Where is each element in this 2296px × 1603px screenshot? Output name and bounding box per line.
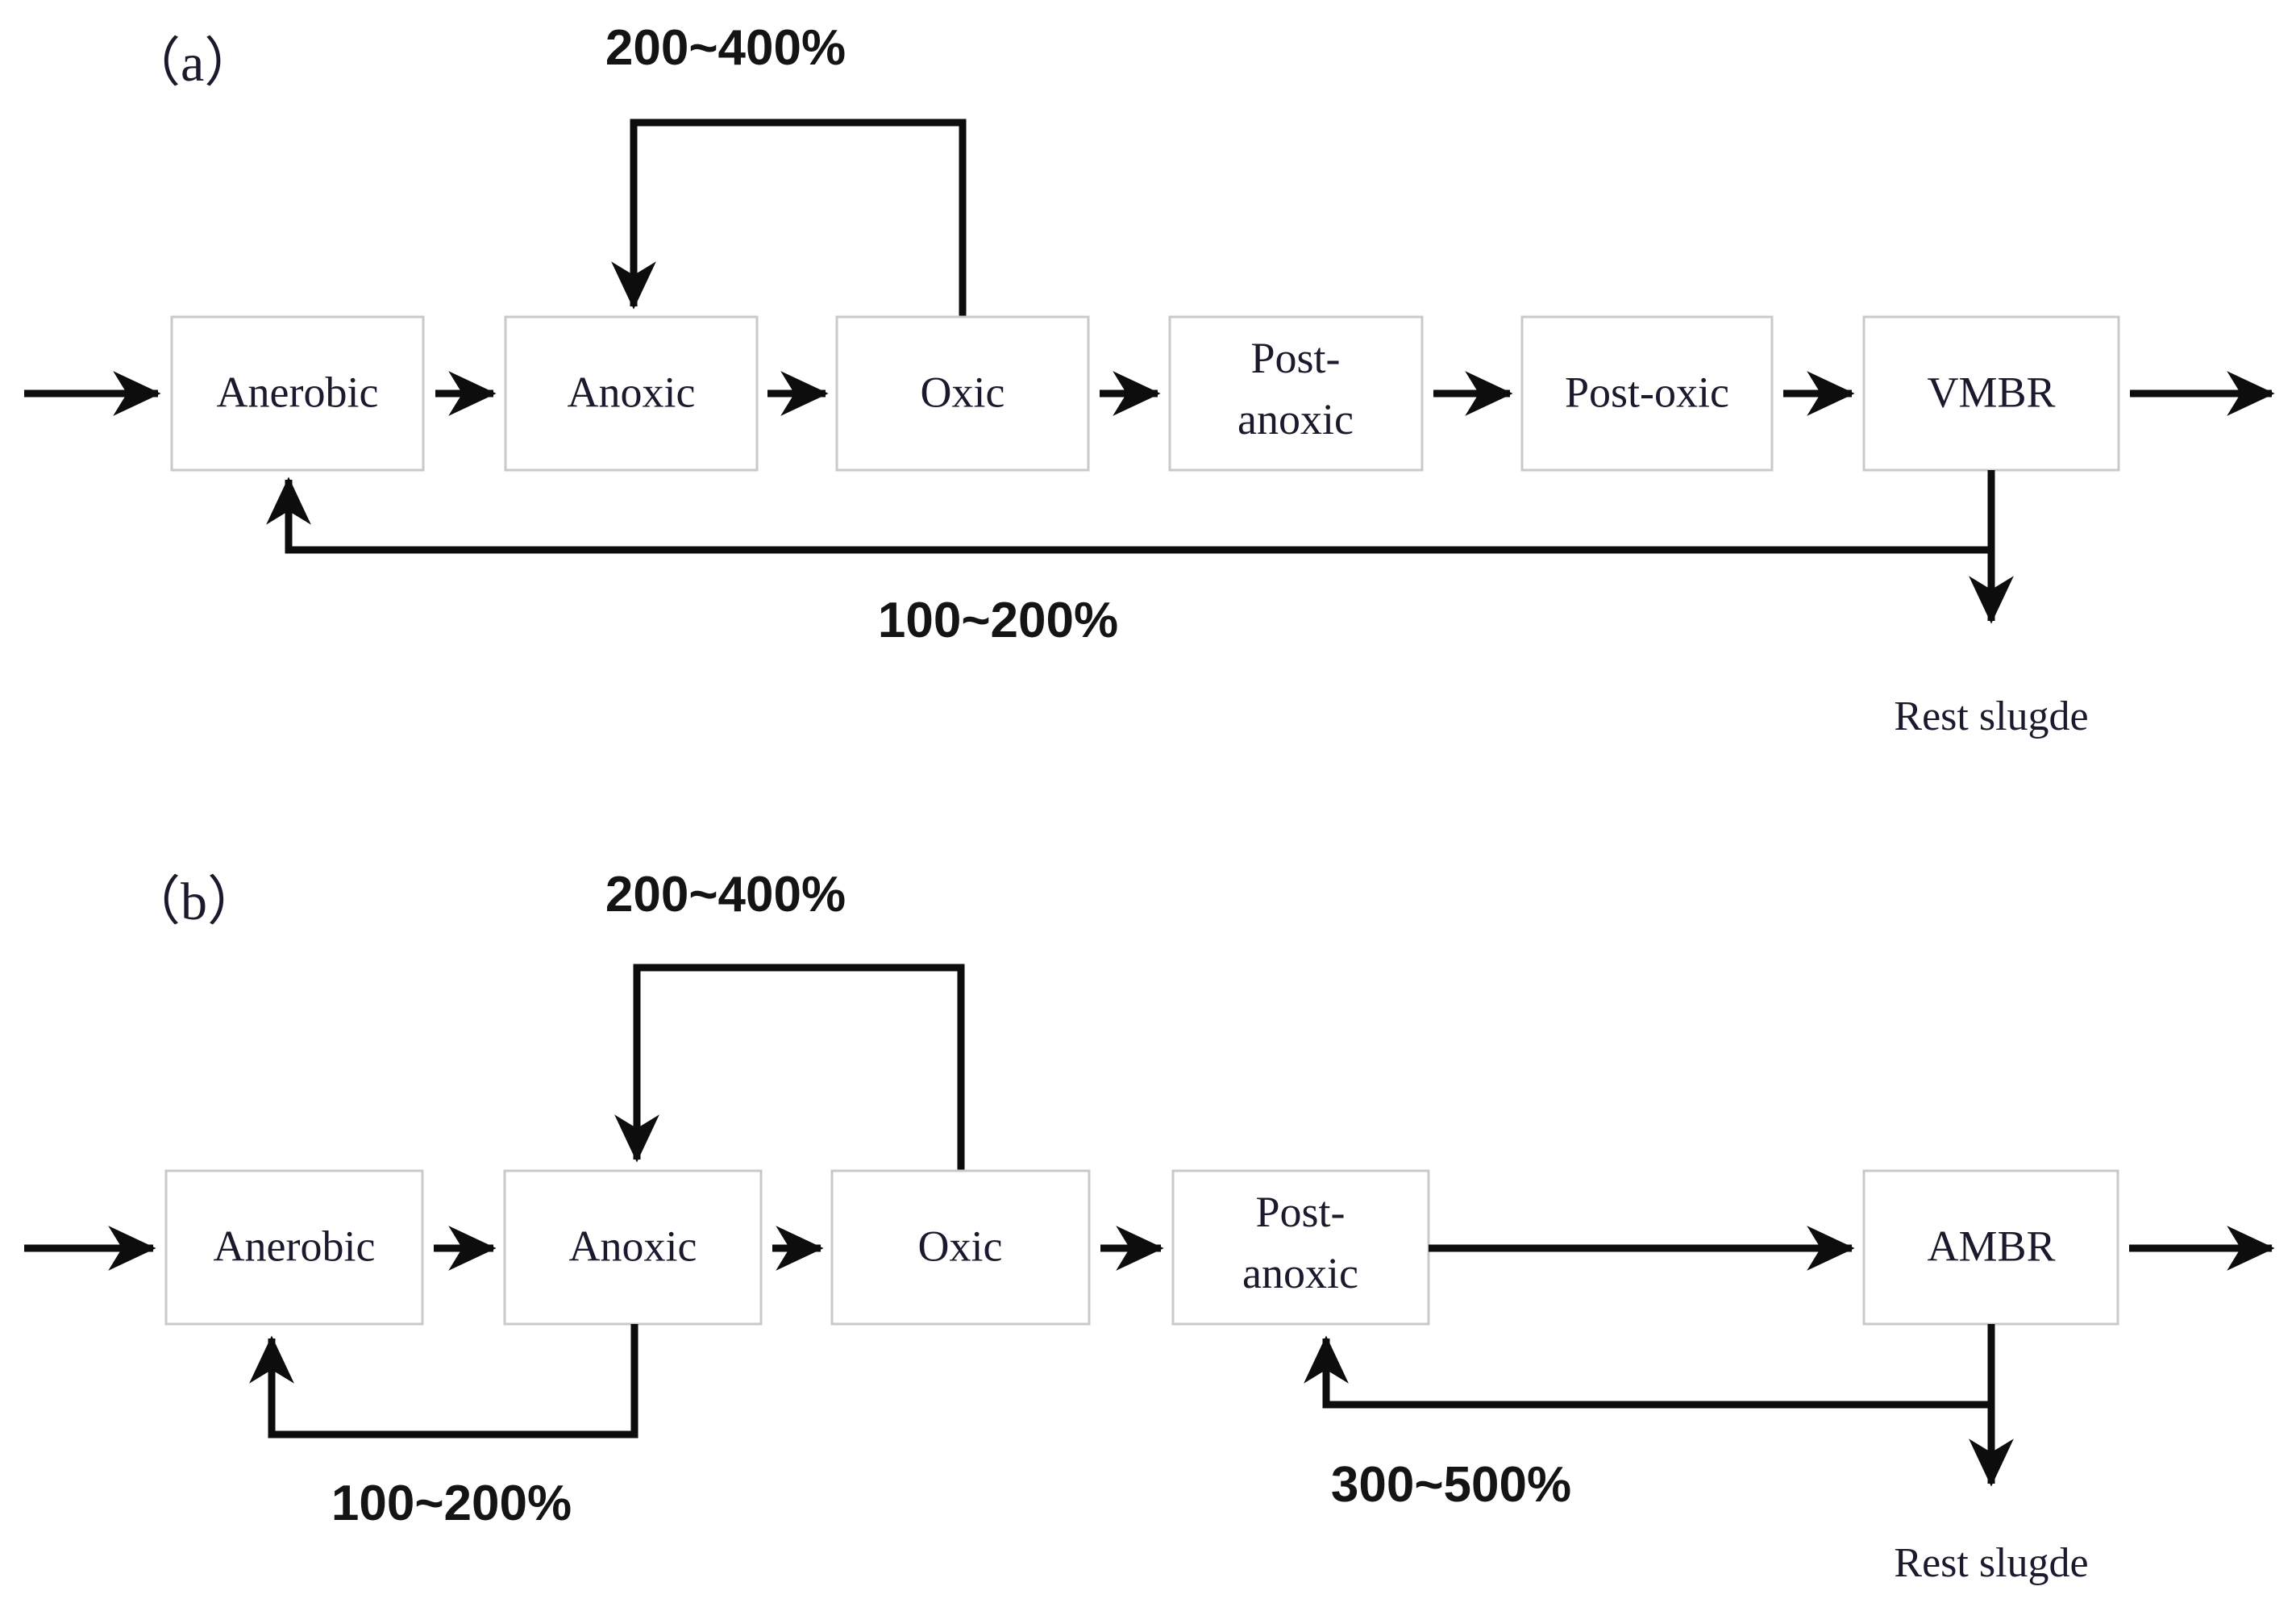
panel-b-box-post-anoxic-label-line2: anoxic — [1242, 1249, 1358, 1297]
panel-b-waste-sludge-label: Rest slugde — [1894, 1540, 2088, 1586]
panel-a-box-oxic — [835, 315, 1090, 472]
panel-a-sludge-return-label: 100~200% — [878, 593, 1118, 648]
panel-a-internal-recycle-label: 200~400% — [605, 20, 846, 76]
panel-b-membrane-return-line — [1322, 1324, 1995, 1409]
panel-b-anoxic-return-label: 100~200% — [331, 1476, 572, 1531]
panel-a-box-vmbr — [1862, 315, 2120, 472]
panel-a-box-post-anoxic-label-line2: anoxic — [1237, 395, 1354, 443]
panel-a-sludge-return-line — [285, 470, 1995, 554]
panel-b-box-anerobic-label: Anerobic — [214, 1222, 376, 1270]
panel-b-internal-recycle-label: 200~400% — [605, 867, 846, 922]
panel-a-box-oxic-label: Oxic — [921, 368, 1005, 416]
panel-a-box-anoxic — [504, 315, 759, 472]
panel-b-box-anoxic — [503, 1169, 763, 1326]
panel-a-box-post-oxic — [1520, 315, 1774, 472]
panel-a-waste-sludge-label: Rest slugde — [1894, 693, 2088, 739]
panel-b-box-ambr — [1862, 1169, 2119, 1326]
panel-a-box-anerobic-label: Anerobic — [217, 368, 379, 416]
panel-b-box-post-anoxic-label-line1: Post- — [1255, 1188, 1345, 1236]
panel-b-box-post-anoxic — [1171, 1169, 1430, 1326]
panel-a-tag: （a） — [127, 34, 257, 93]
panel-b-internal-recycle-line — [633, 964, 965, 1171]
panel-b-box-oxic-label: Oxic — [918, 1222, 1003, 1270]
panel-b-box-ambr-label: AMBR — [1927, 1222, 2055, 1270]
panel-a-box-vmbr-label: VMBR — [1927, 368, 2055, 416]
panel-a-box-anerobic — [170, 315, 425, 472]
panel-b-box-oxic — [830, 1169, 1091, 1326]
panel-a-internal-recycle-line — [630, 119, 967, 317]
panel-a-box-post-oxic-label: Post-oxic — [1565, 368, 1729, 416]
panel-a-box-post-anoxic — [1168, 315, 1424, 472]
panel-b-box-anerobic — [164, 1169, 424, 1326]
panel-b-membrane-return-label: 300~500% — [1331, 1457, 1571, 1513]
panel-a-box-post-anoxic-label-line1: Post- — [1250, 334, 1340, 382]
panel-a-box-anoxic-label: Anoxic — [568, 368, 696, 416]
panel-b: （b） 200~400% Anerobic Anoxic Oxic Post- … — [24, 867, 2275, 1586]
panel-b-tag: （b） — [127, 872, 260, 931]
panel-b-box-anoxic-label: Anoxic — [569, 1222, 697, 1270]
panel-b-anoxic-return-line — [268, 1324, 638, 1439]
panel-a: （a） 200~400% Anerobic Anoxic Oxic Post- … — [24, 20, 2275, 739]
